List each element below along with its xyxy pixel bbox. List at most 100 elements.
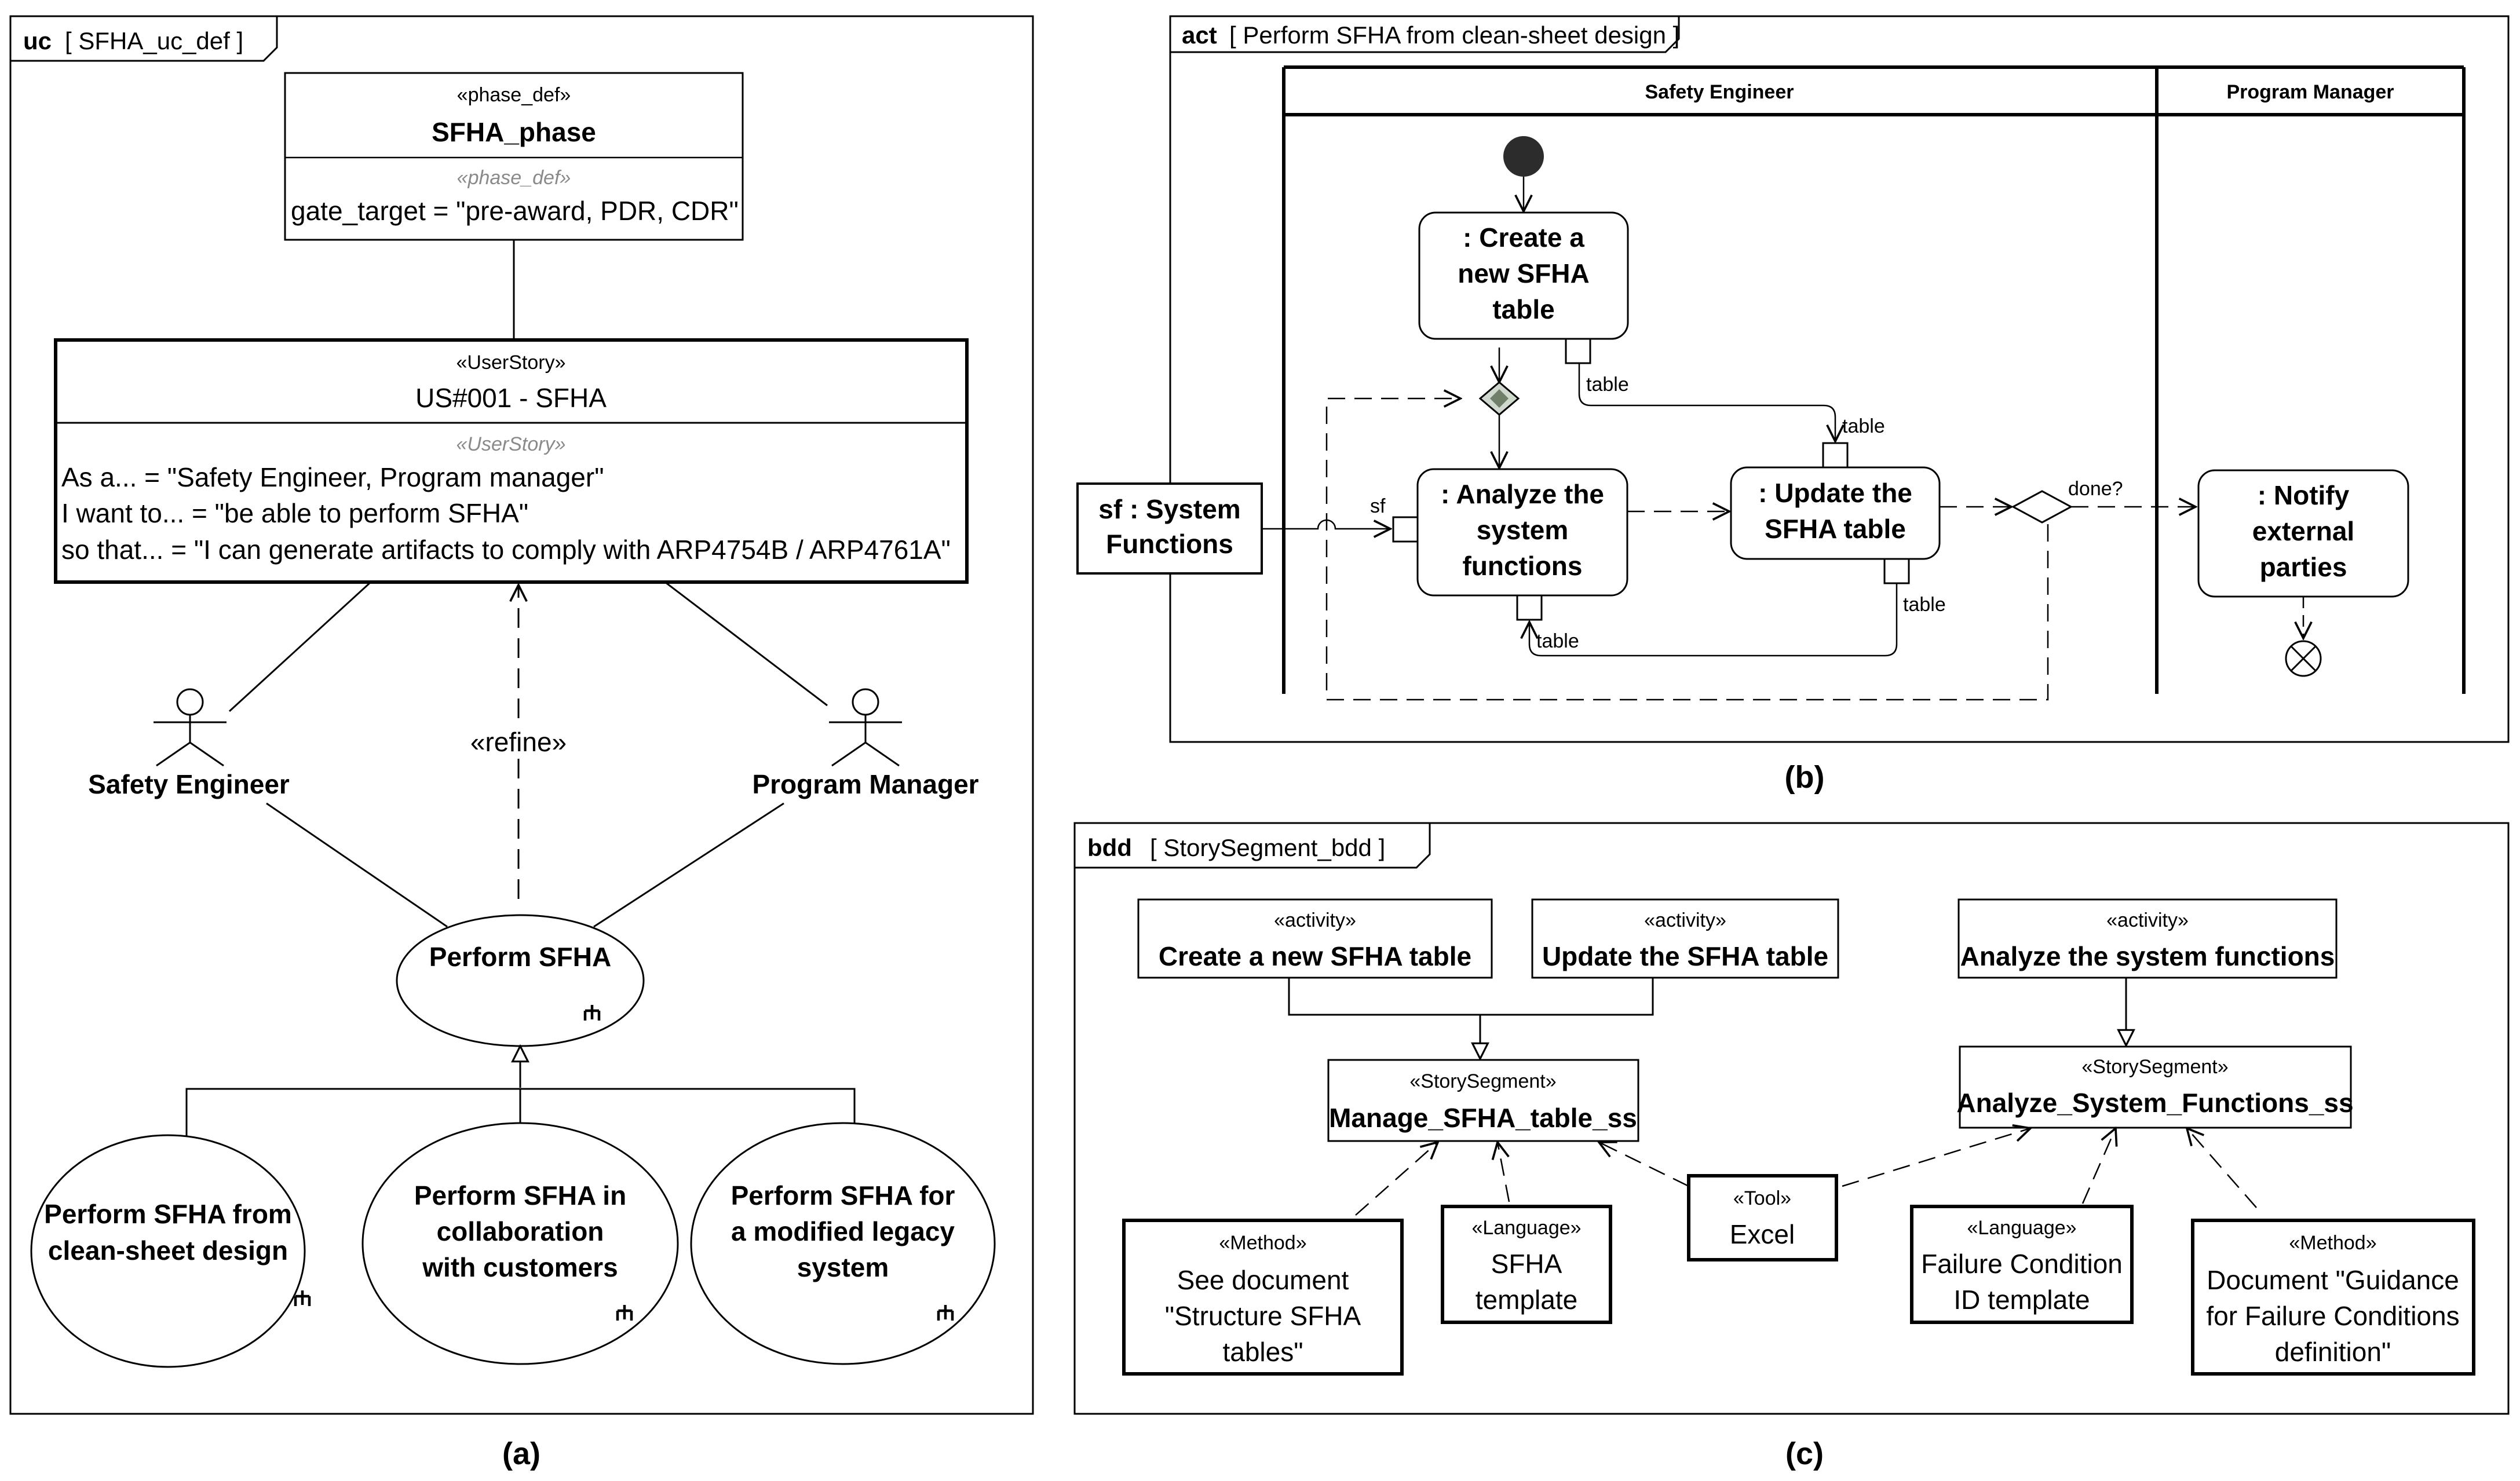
pin-label-update-out: table	[1903, 594, 1946, 616]
usecase-clean-sheet-line2: clean-sheet design	[48, 1235, 288, 1266]
phase-def-property: gate_target = "pre-award, PDR, CDR"	[291, 196, 739, 226]
action-create-line1: : Create a	[1463, 222, 1584, 253]
method-structure-sfha[interactable]	[1122, 1219, 1404, 1376]
language-failure-condition[interactable]	[1910, 1205, 2134, 1324]
method-right-line3: definition"	[2275, 1337, 2391, 1367]
loop-back-flow	[1325, 398, 2049, 701]
language-right-stereotype: «Language»	[1967, 1217, 2076, 1239]
activity-create-name: Create a new SFHA table	[1159, 941, 1471, 971]
act-frame-name: [ Perform SFHA from clean-sheet design ]	[1229, 21, 1679, 49]
param-system-functions[interactable]	[1076, 482, 1263, 575]
caption-b: (b)	[1785, 760, 1825, 795]
pin-analyze-sf-in[interactable]	[1392, 516, 1419, 543]
phase-def-block[interactable]	[284, 72, 744, 241]
pin-label-update-in: table	[1842, 415, 1885, 437]
activity-analyze-name: Analyze the system functions	[1960, 941, 2335, 971]
uc-frame-kind: uc	[23, 27, 52, 54]
guard-done: done?	[2068, 478, 2123, 500]
pin-update-table-in[interactable]	[1822, 442, 1849, 469]
method-right-line2: for Failure Conditions	[2206, 1301, 2459, 1331]
activity-update-name: Update the SFHA table	[1542, 941, 1828, 971]
bdd-frame-name: [ StorySegment_bdd ]	[1150, 834, 1385, 861]
assoc-story-safety-engineer	[228, 581, 372, 712]
actor-safety-engineer-icon[interactable]	[154, 688, 227, 767]
usecase-collaboration-line2: collaboration	[437, 1216, 604, 1246]
dep-method-left-to-manage	[1355, 1142, 1438, 1216]
usecase-perform-sfha[interactable]	[396, 914, 645, 1047]
lane-safety-engineer: Safety Engineer	[1645, 81, 1794, 103]
flow-param-to-analyze	[1262, 519, 1390, 529]
pin-create-table-out[interactable]	[1565, 338, 1591, 364]
action-create-sfha-table[interactable]	[1418, 211, 1629, 340]
activity-analyze-functions[interactable]	[1957, 898, 2338, 979]
segment-manage-name: Manage_SFHA_table_ss	[1329, 1103, 1637, 1133]
panel-c: bdd [ StorySegment_bdd ] «activity» Crea…	[1073, 822, 2510, 1471]
dep-language-right-to-analyze	[2081, 1128, 2116, 1204]
usecase-perform-sfha-label: Perform SFHA	[429, 942, 611, 972]
action-notify-line2: external	[2252, 516, 2354, 546]
caption-c: (c)	[1785, 1436, 1824, 1471]
activity-update-sfha-table[interactable]	[1531, 898, 1839, 979]
usecase-clean-sheet[interactable]	[30, 1134, 306, 1368]
pin-label-analyze-table: table	[1536, 630, 1579, 652]
panel-a: uc [ SFHA_uc_def ] «phase_def» SFHA_phas…	[9, 15, 1034, 1471]
userstory-so-that: so that... = "I can generate artifacts t…	[61, 535, 951, 565]
caption-a: (a)	[502, 1436, 540, 1471]
assoc-program-manager-usecase	[593, 802, 784, 928]
phase-def-compartment-stereotype: «phase_def»	[457, 167, 571, 189]
action-update-sfha-table[interactable]	[1730, 466, 1941, 560]
action-create-line3: table	[1492, 294, 1554, 324]
param-line1: sf : System	[1098, 494, 1240, 524]
dep-language-left-to-manage	[1498, 1142, 1510, 1202]
userstory-block[interactable]	[54, 338, 969, 584]
swimlanes	[1282, 65, 2466, 694]
usecase-clean-sheet-line1: Perform SFHA from	[44, 1199, 292, 1229]
usecase-collaboration[interactable]	[361, 1122, 679, 1365]
activity-update-stereotype: «activity»	[1644, 909, 1726, 931]
language-left-stereotype: «Language»	[1471, 1217, 1581, 1239]
method-guidance-failure[interactable]	[2191, 1219, 2475, 1376]
activity-create-stereotype: «activity»	[1274, 909, 1356, 931]
usecase-legacy-line3: system	[797, 1252, 889, 1282]
uc-frame-name: [ SFHA_uc_def ]	[65, 27, 243, 54]
phase-def-name: SFHA_phase	[432, 117, 596, 147]
segment-analyze-stereotype: «StorySegment»	[2081, 1056, 2228, 1078]
tool-excel[interactable]	[1687, 1174, 1838, 1261]
bdd-frame-tab	[1073, 823, 1431, 869]
userstory-compartment-stereotype: «UserStory»	[456, 433, 566, 455]
segment-analyze-functions[interactable]	[1959, 1045, 2352, 1129]
rake-icon	[294, 1290, 311, 1306]
assoc-safety-engineer-usecase	[266, 802, 448, 928]
usecase-legacy-line1: Perform SFHA for	[731, 1180, 955, 1211]
activity-analyze-stereotype: «activity»	[2106, 909, 2189, 931]
lane-program-manager: Program Manager	[2226, 81, 2394, 103]
flow-update-to-analyze	[1529, 583, 1898, 657]
pin-analyze-table-in[interactable]	[1516, 594, 1543, 621]
language-left-line2: template	[1476, 1285, 1577, 1315]
tool-name: Excel	[1730, 1219, 1795, 1249]
param-line2: Functions	[1106, 529, 1233, 559]
pin-update-table-out[interactable]	[1883, 558, 1910, 584]
phase-def-stereotype: «phase_def»	[457, 84, 571, 106]
language-sfha-template[interactable]	[1441, 1205, 1612, 1324]
flow-create-to-update	[1578, 363, 1835, 441]
userstory-as-a: As a... = "Safety Engineer, Program mana…	[61, 462, 604, 492]
activity-create-sfha-table[interactable]	[1137, 898, 1493, 979]
panel-b: act [ Perform SFHA from clean-sheet desi…	[1076, 15, 2510, 795]
gen-activities-to-manage-segment	[1288, 978, 1654, 1016]
refine-label: «refine»	[470, 727, 567, 757]
language-right-line1: Failure Condition	[1921, 1249, 2123, 1279]
userstory-stereotype: «UserStory»	[456, 352, 566, 374]
usecase-legacy[interactable]	[690, 1122, 996, 1365]
action-analyze-line1: : Analyze the	[1441, 479, 1604, 509]
action-update-line2: SFHA table	[1765, 514, 1906, 544]
rake-icon	[583, 1005, 601, 1021]
bdd-frame-kind: bdd	[1087, 834, 1132, 861]
initial-node	[1503, 136, 1544, 177]
action-create-line2: new SFHA	[1458, 258, 1589, 288]
actor-program-manager-icon[interactable]	[829, 688, 902, 767]
segment-manage-sfha-table[interactable]	[1327, 1059, 1639, 1142]
userstory-name: US#001 - SFHA	[415, 383, 607, 413]
language-left-line1: SFHA	[1491, 1249, 1562, 1279]
method-left-line1: See document	[1177, 1265, 1349, 1295]
